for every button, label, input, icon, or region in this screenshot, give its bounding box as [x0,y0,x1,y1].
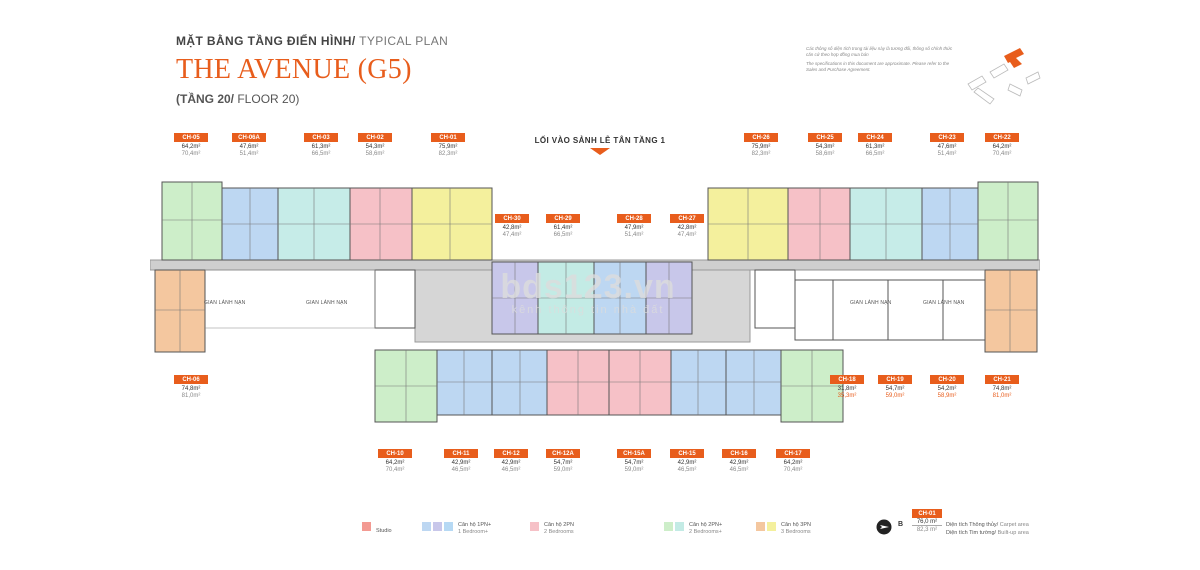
unit-label-ch19: CH-19 54,7m² 59,0m² [878,375,912,399]
unit-label-ch05: CH-05 64,2m² 70,4m² [174,133,208,157]
unit-label-ch15a: CH-15A 54,7m² 59,0m² [617,449,651,473]
unit-label-ch06: CH-06 74,8m² 81,0m² [174,375,208,399]
swatch-2brplus-b [675,522,684,531]
unit-label-ch25: CH-25 54,3m² 58,6m² [808,133,842,157]
unit-label-ch18: CH-18 31,8m² 35,3m² [830,375,864,399]
legend-2brplus: Căn hộ 2PN+ 2 Bedrooms+ [664,522,722,536]
unit-label-ch01: CH-01 75,9m² 82,3m² [431,133,465,157]
unit-label-ch15: CH-15 42,9m² 46,5m² [670,449,704,473]
builtup-area-label: Diện tích Tim tường/ Built-up area [946,530,1029,536]
legend-studio: Studio [362,522,392,535]
unit-label-ch26: CH-26 75,9m² 82,3m² [744,133,778,157]
legend-2br-label: Căn hộ 2PN 2 Bedrooms [544,522,574,535]
unit-label-ch02: CH-02 54,3m² 58,6m² [358,133,392,157]
unit-ch16 [725,349,782,416]
unit-label-ch12: CH-12 42,9m² 46,5m² [494,449,528,473]
disclaimer-vi: Các thông số diện tích trong tài liệu nà… [806,46,953,57]
floor-plan [150,181,1040,423]
swatch-1br-a [422,522,431,531]
page-title: THE AVENUE (G5) [176,54,412,85]
unit-ch15 [670,349,727,416]
swatch-1br-c [444,522,453,531]
legend-3br: Căn hộ 3PN 3 Bedrooms [756,522,811,536]
carpet-area-label: Diện tích Thông thủy/ Carpet area [946,522,1029,528]
legend-area-sample: CH-01 76,0 m² 82,3 m² [912,509,942,533]
unit-label-ch06a: CH-06A 47,6m² 51,4m² [232,133,266,157]
unit-label-ch17: CH-17 64,2m² 70,4m² [776,449,810,473]
refuge-label-l2: GIAN LÁNH NẠN [306,300,348,306]
legend-1br: Căn hộ 1PN+ 1 Bedroom+ [422,522,491,536]
unit-label-ch10: CH-10 64,2m² 70,4m² [378,449,412,473]
refuge-label-l1: GIAN LÁNH NẠN [204,300,246,306]
unit-label-ch21: CH-21 74,8m² 81,0m² [985,375,1019,399]
title-block: MẶT BẰNG TẦNG ĐIỂN HÌNH/ TYPICAL PLAN TH… [176,34,448,106]
swatch-2br [530,522,539,531]
floor-label: (TẦNG 20/ FLOOR 20) [176,92,300,106]
swatch-3br-a [756,522,765,531]
legend-3br-label: Căn hộ 3PN 3 Bedrooms [781,522,811,535]
unit-label-ch27: CH-27 42,8m² 47,4m² [670,214,704,238]
unit-ch18 [794,279,834,341]
legend-1br-label: Căn hộ 1PN+ 1 Bedroom+ [458,522,492,535]
entrance-text: LỐI VÀO SẢNH LỄ TÂN TẦNG 1 [534,136,666,145]
swatch-2brplus-a [664,522,673,531]
unit-label-ch22: CH-22 64,2m² 70,4m² [985,133,1019,157]
refuge-label-r1: GIAN LÁNH NẠN [850,300,892,306]
unit-ch18b [942,279,986,341]
swatch-3br-b [767,522,776,531]
unit-label-ch16: CH-16 42,9m² 46,5m² [722,449,756,473]
compass-icon [876,519,892,535]
compass-label: B [898,521,904,528]
service-core-left [374,269,416,329]
unit-label-ch29: CH-29 61,4m² 66,5m² [546,214,580,238]
disclaimer: Các thông số diện tích trong tài liệu nà… [806,46,956,73]
unit-label-ch03: CH-03 61,3m² 66,5m² [304,133,338,157]
unit-ch20 [887,279,944,341]
service-core-right [754,269,796,329]
unit-ch19 [832,279,889,341]
unit-ch12 [491,349,548,416]
site-keymap [967,48,1041,105]
unit-label-ch28: CH-28 47,9m² 51,4m² [617,214,651,238]
unit-label-ch30: CH-30 42,8m² 47,4m² [495,214,529,238]
unit-ch21 [984,269,1038,353]
unit-label-ch23: CH-23 47,6m² 51,4m² [930,133,964,157]
unit-ch11 [436,349,493,416]
entrance-arrow-icon [590,148,610,155]
legend-studio-label: Studio [376,528,392,534]
legend-2br: Căn hộ 2PN 2 Bedrooms [530,522,574,536]
unit-label-ch12a: CH-12A 54,7m² 59,0m² [546,449,580,473]
unit-label-ch11: CH-11 42,9m² 46,5m² [444,449,478,473]
disclaimer-en: The specifications in this document are … [806,61,950,72]
refuge-label-r2: GIAN LÁNH NẠN [923,300,965,306]
unit-label-ch20: CH-20 54,2m² 58,9m² [930,375,964,399]
swatch-studio [362,522,371,531]
legend-2brplus-label: Căn hộ 2PN+ 2 Bedrooms+ [689,522,723,535]
unit-label-ch24: CH-24 61,3m² 66,5m² [858,133,892,157]
plan-subtitle: MẶT BẰNG TẦNG ĐIỂN HÌNH/ TYPICAL PLAN [176,34,449,48]
entrance-label: LỐI VÀO SẢNH LỄ TÂN TẦNG 1 [520,136,680,155]
swatch-1br-b [433,522,442,531]
area-description: Diện tích Thông thủy/ Carpet area Diện t… [946,521,1029,537]
